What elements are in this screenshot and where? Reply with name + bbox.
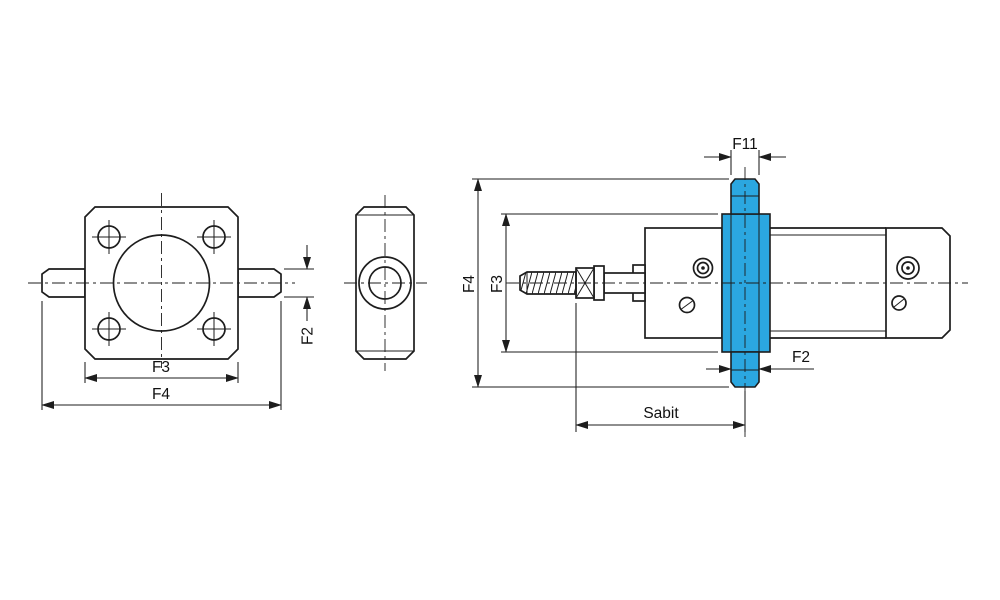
rear-head-port (896, 256, 920, 280)
extension-lines (501, 213, 718, 353)
dim-label-f11: F11 (732, 136, 758, 153)
dim-label-side-f4: F4 (461, 275, 478, 293)
dim-label-side-f3: F3 (489, 275, 506, 293)
dimension-sabit: Sabit (575, 303, 746, 432)
bracket-end-view (344, 195, 427, 371)
front-head-port (692, 257, 714, 279)
dim-label-front-f2: F2 (300, 327, 317, 345)
dimension-f2-side: F2 (706, 349, 814, 374)
dimension-f2-front: F2 (284, 245, 317, 345)
dimension-f3-side: F3 (489, 213, 718, 353)
tie-rod-lines (770, 234, 886, 332)
bolt-holes (92, 220, 231, 346)
extension-lines (284, 268, 314, 298)
dim-label-side-f2: F2 (792, 349, 810, 366)
extension-lines (472, 178, 729, 388)
cylinder-side-view: F11 F4 F3 F2 Sabit (461, 136, 968, 437)
dim-label-sabit: Sabit (643, 405, 679, 422)
front-cushion-screw (678, 296, 696, 314)
bolt-hole-crosshairs (92, 220, 231, 346)
extension-lines (41, 301, 282, 410)
rear-cushion-screw (891, 295, 907, 311)
cylinder-tube (770, 227, 886, 339)
front-flange-view: F3 F4 F2 (28, 193, 317, 410)
dimension-f11: F11 (704, 136, 786, 175)
dim-label-front-f4: F4 (152, 386, 170, 403)
dim-label-front-f3: F3 (152, 359, 170, 376)
dimension-f4-front: F4 (41, 301, 282, 410)
dimension-f4-side: F4 (461, 178, 729, 388)
dimension-f3-front: F3 (84, 359, 239, 383)
